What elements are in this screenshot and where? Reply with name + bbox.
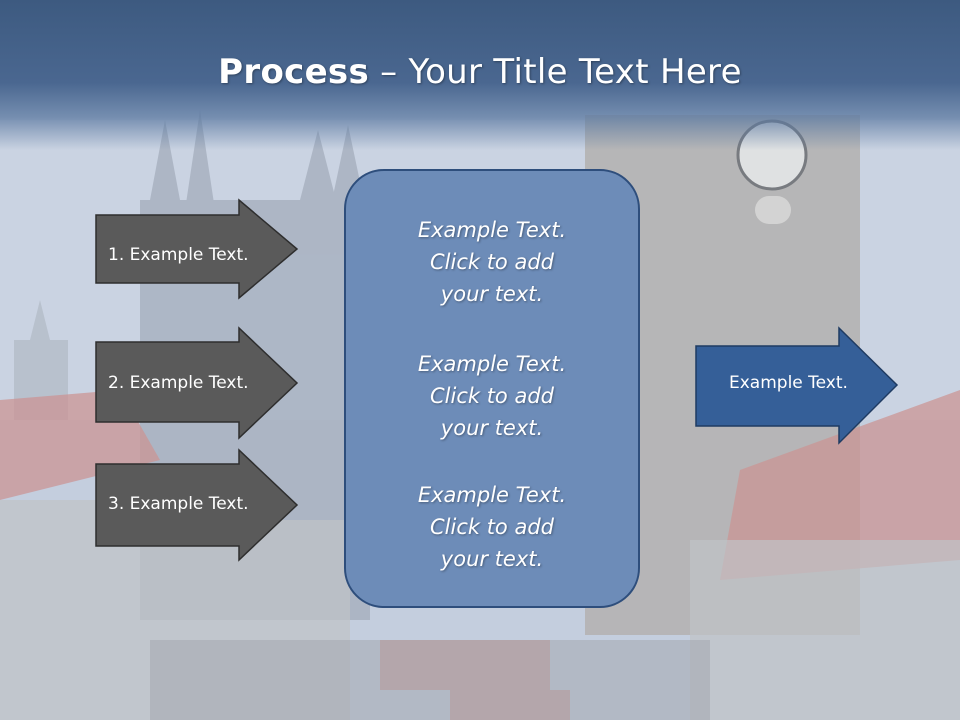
left-arrow-3[interactable] (94, 448, 300, 562)
panel-block-3-line-3: your text. (440, 547, 544, 571)
panel-block-1-line-3: your text. (440, 282, 544, 306)
panel-text-block-2[interactable]: Example Text. Click to add your text. (346, 348, 638, 444)
panel-block-2-line-1: Example Text. (417, 352, 567, 376)
left-arrow-2-label: 2. Example Text. (108, 373, 249, 393)
right-arrow[interactable] (694, 326, 900, 446)
center-text-panel[interactable]: Example Text. Click to add your text. Ex… (344, 169, 640, 608)
panel-block-2-line-3: your text. (440, 416, 544, 440)
left-arrow-1[interactable] (94, 198, 300, 300)
left-arrow-1-label: 1. Example Text. (108, 245, 249, 265)
panel-text-block-1[interactable]: Example Text. Click to add your text. (346, 214, 638, 310)
left-arrow-2[interactable] (94, 326, 300, 440)
title-rest: – Your Title Text Here (369, 52, 742, 92)
title-band (0, 0, 960, 150)
panel-block-3-line-1: Example Text. (417, 483, 567, 507)
panel-block-1-line-1: Example Text. (417, 218, 567, 242)
left-arrow-3-label: 3. Example Text. (108, 494, 249, 514)
right-arrow-label: Example Text. (729, 373, 848, 393)
slide-title[interactable]: Process – Your Title Text Here (0, 52, 960, 92)
panel-block-2-line-2: Click to add (429, 384, 554, 408)
panel-text-block-3[interactable]: Example Text. Click to add your text. (346, 479, 638, 575)
title-bold: Process (218, 52, 370, 92)
panel-block-3-line-2: Click to add (429, 515, 554, 539)
panel-block-1-line-2: Click to add (429, 250, 554, 274)
